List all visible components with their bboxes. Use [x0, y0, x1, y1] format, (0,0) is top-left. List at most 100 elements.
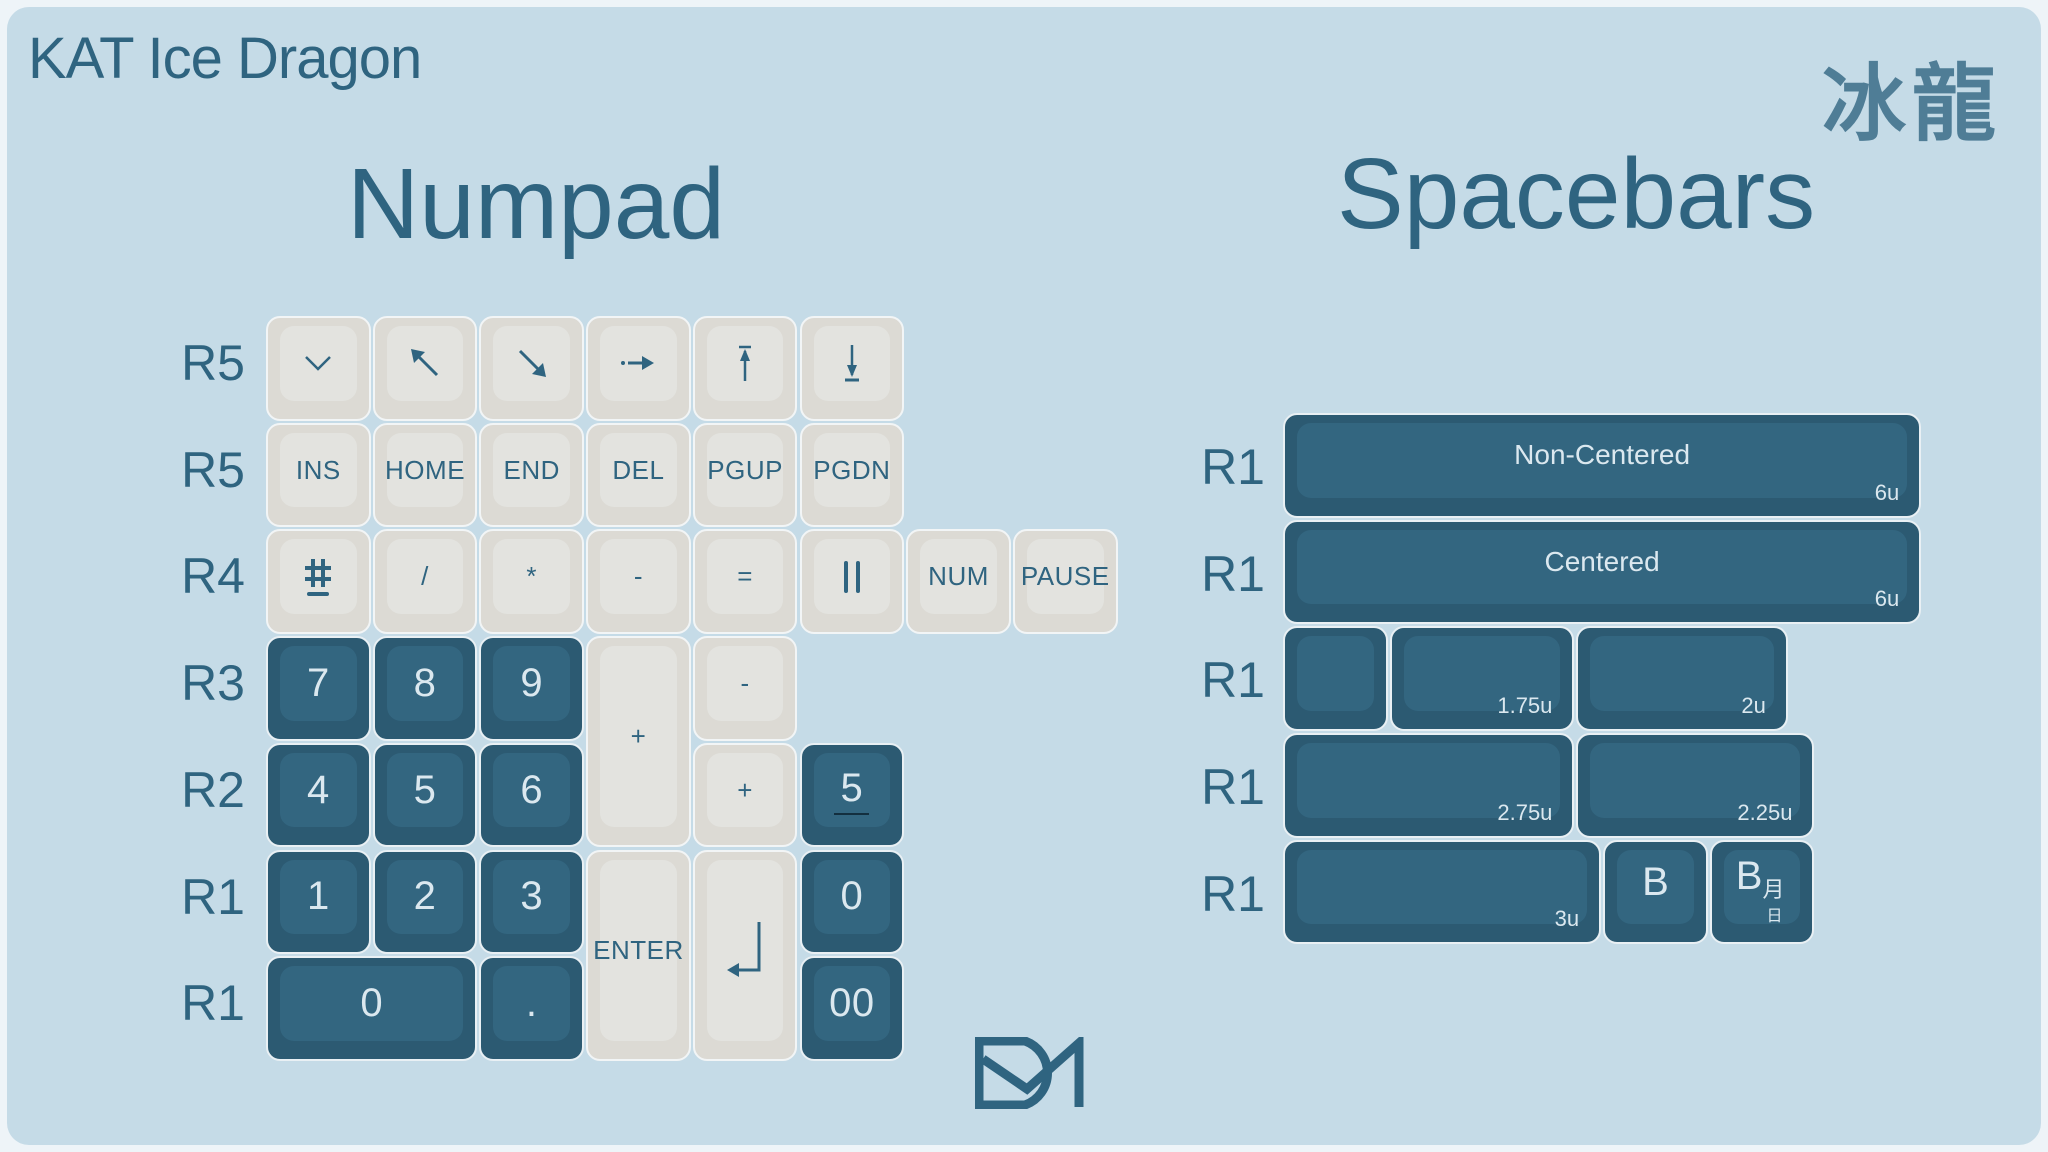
numpad-key[interactable]	[586, 316, 691, 421]
arrow-down-bar-icon	[844, 345, 859, 382]
numpad-key[interactable]: .	[479, 956, 585, 1061]
keycap-top: ENTER	[593, 859, 683, 1041]
keycap-top: 5	[386, 752, 464, 828]
keycap-top: /	[386, 539, 464, 615]
keycap-top: 6	[493, 752, 571, 828]
key-legend: -	[633, 561, 644, 592]
key-legend: 5	[413, 767, 437, 812]
key-legend: 7	[306, 660, 330, 705]
numpad-key[interactable]: -	[586, 529, 691, 635]
numpad-key[interactable]	[799, 316, 905, 421]
spacebar-key[interactable]: 2.75u	[1283, 733, 1575, 838]
numpad-key[interactable]: 5	[799, 742, 905, 848]
numpad-key[interactable]: 8	[372, 636, 478, 741]
numpad-key[interactable]	[692, 316, 798, 421]
keycap-top	[386, 326, 464, 401]
numpad-key[interactable]: 00	[799, 956, 905, 1061]
spacebar-key[interactable]	[1283, 626, 1388, 732]
row-label: R1	[181, 975, 245, 1032]
numpad-key[interactable]: 0	[799, 849, 905, 955]
numpad-key[interactable]: 0	[266, 956, 478, 1061]
numpad-key[interactable]: PAUSE	[1012, 529, 1118, 635]
keycap-top: 5	[813, 752, 891, 828]
key-legend: 9	[520, 660, 544, 705]
numpad-key[interactable]: PGUP	[692, 422, 798, 528]
key-legend: NUM	[928, 561, 989, 592]
numpad-key[interactable]: 9	[479, 636, 585, 741]
spacebar-key[interactable]: 3u	[1283, 839, 1602, 945]
keycap-top: 2	[386, 859, 464, 935]
row-label: R1	[1201, 652, 1265, 709]
numpad-key[interactable]: *	[479, 529, 585, 635]
row-label: R1	[181, 868, 245, 925]
row-label: R4	[181, 548, 245, 605]
spacebar-key[interactable]: 2.25u	[1576, 733, 1815, 838]
key-legend: 5	[834, 766, 870, 815]
key-sublegend: 日	[1766, 907, 1783, 925]
numpad-key[interactable]: END	[479, 422, 585, 528]
numpad-key[interactable]: -	[692, 636, 798, 741]
spacebar-key[interactable]: 1.75u	[1389, 626, 1575, 732]
arrow-up-bar-icon	[739, 346, 752, 382]
numpad-key[interactable]: DEL	[586, 422, 691, 528]
key-legend: PAUSE	[1020, 561, 1110, 592]
key-legend: -	[740, 667, 750, 698]
numpad-key[interactable]: 6	[479, 742, 585, 848]
key-legend: 00	[829, 981, 875, 1026]
key-legend: 2	[413, 874, 437, 919]
key-legend: *	[526, 561, 538, 592]
numpad-key[interactable]: 4	[266, 742, 371, 848]
row-label: R1	[1201, 759, 1265, 816]
key-legend: DEL	[612, 454, 665, 485]
row-label: R1	[1201, 865, 1265, 922]
numpad-key[interactable]: /	[372, 529, 478, 635]
key-legend: 6	[520, 767, 544, 812]
arrow-down-right-icon	[518, 350, 546, 378]
numpad-key[interactable]	[266, 316, 371, 421]
numpad-key[interactable]: PGDN	[799, 422, 905, 528]
numpad-key[interactable]: INS	[266, 422, 371, 528]
keycap-top	[1590, 743, 1801, 818]
numpad-key[interactable]	[479, 316, 585, 421]
key-legend: PGUP	[707, 454, 783, 485]
dm-logo-icon	[975, 1037, 1084, 1109]
return-arrow-icon	[727, 922, 761, 978]
keycap-top: PGUP	[706, 432, 784, 508]
numpad-key[interactable]	[266, 529, 371, 635]
numpad-key[interactable]: +	[692, 742, 798, 848]
numpad-key[interactable]: 2	[372, 849, 478, 955]
numpad-key[interactable]: 1	[266, 849, 371, 955]
keycap-top: 7	[280, 646, 357, 721]
spacebar-key[interactable]: 2u	[1576, 626, 1788, 732]
keycap-top: PGDN	[813, 432, 891, 508]
keycap-top	[813, 539, 891, 615]
keycap-top: 9	[493, 646, 571, 721]
numpad-key[interactable]: 7	[266, 636, 371, 741]
numpad-key[interactable]	[799, 529, 905, 635]
numpad-key[interactable]: NUM	[906, 529, 1011, 635]
numpad-key[interactable]: 5	[372, 742, 478, 848]
app-title: KAT Ice Dragon	[28, 26, 422, 91]
numpad-key[interactable]	[692, 849, 798, 1061]
key-sublegend: 月	[1762, 876, 1785, 902]
keycap-top: +	[706, 752, 784, 828]
key-legend: B	[1642, 859, 1669, 904]
spacebar-key[interactable]: B	[1603, 839, 1708, 945]
numpad-key[interactable]: =	[692, 529, 798, 635]
keycap-top	[706, 326, 784, 401]
numpad-key[interactable]: HOME	[372, 422, 478, 528]
numpad-key[interactable]: 3	[479, 849, 585, 955]
keycap-top: .	[493, 966, 571, 1041]
row-label: R5	[181, 335, 245, 391]
key-legend: 4	[306, 767, 330, 812]
key-legend: HOME	[385, 454, 466, 485]
numpad-key[interactable]	[372, 316, 478, 421]
numpad-key[interactable]: +	[586, 636, 691, 848]
keycap-top: INS	[280, 432, 357, 508]
keycap-top	[1297, 849, 1588, 925]
numpad-key[interactable]: ENTER	[586, 849, 691, 1061]
